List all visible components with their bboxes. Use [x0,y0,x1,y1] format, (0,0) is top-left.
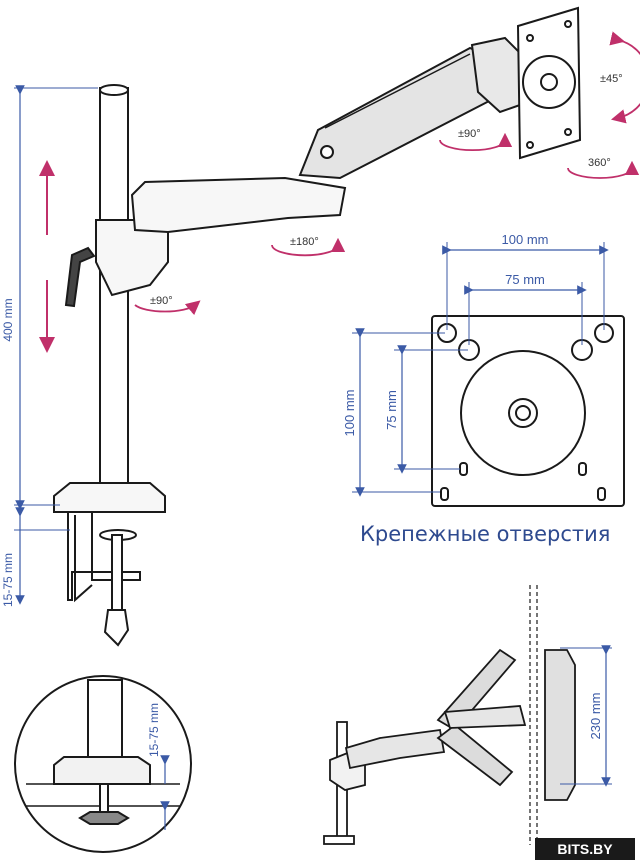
rotation-base-label: ±90° [150,295,173,307]
rotation-360 [567,160,640,179]
vesa-outer-v-label: 100 mm [342,390,357,437]
vesa-plate [431,315,625,507]
clamp-range-label: 15-75 mm [1,553,15,607]
rotation-swivel-label: ±90° [458,128,481,140]
rotation-base [134,300,201,316]
rotation-360-label: 360° [588,157,611,169]
mounting-holes-caption: Крепежные отверстия [360,522,611,546]
watermark-logo: BITS.BY [535,838,635,860]
pole-height-label: 400 mm [1,298,15,341]
clamp-detail [14,675,192,853]
side-view [323,585,576,845]
tilt-label: ±45° [600,73,623,85]
vesa-inner-label: 75 mm [505,272,545,287]
rotation-arm [271,237,346,257]
tilt-arc [609,31,640,124]
rotation-arm-label: ±180° [290,236,319,248]
vesa-inner-v-label: 75 mm [384,390,399,430]
detail-clamp-range-label: 15-75 mm [147,703,161,757]
rotation-swivel [439,132,513,152]
vesa-outer-label: 100 mm [502,232,549,247]
main-mount-drawing [53,6,582,647]
height-adjust-label: 230 mm [588,693,603,740]
